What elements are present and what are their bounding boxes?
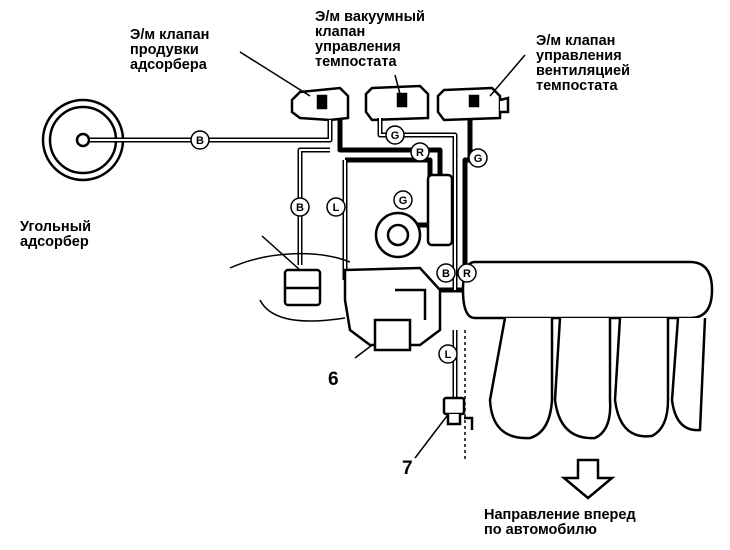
hose-tag-l-left: L	[326, 197, 346, 217]
svg-text:B: B	[442, 268, 450, 280]
vent-valve-shape	[436, 86, 510, 122]
svg-text:R: R	[463, 268, 471, 280]
svg-text:G: G	[391, 130, 400, 142]
purge-valve-label: Э/м клапан продувки адсорбера	[130, 27, 210, 73]
vent-valve-label: Э/м клапан управления вентиляцией темпос…	[536, 33, 631, 94]
canister-label: Угольный адсорбер	[20, 219, 91, 250]
hose-tag-b-lower: B	[436, 263, 456, 283]
small-filter	[283, 268, 322, 307]
engine-outline	[229, 252, 466, 460]
vacuum-valve-label: Э/м вакуумный клапан управления темпоста…	[315, 9, 425, 70]
svg-text:B: B	[296, 202, 304, 214]
hose-tag-g-upper: G	[385, 125, 405, 145]
svg-text:G: G	[399, 195, 408, 207]
hose-tag-r-lower: R	[457, 263, 477, 283]
hose-tag-g-center: G	[393, 190, 413, 210]
hoses	[90, 118, 473, 400]
hose-tag-g-right: G	[468, 148, 488, 168]
vacuum-valve-shape	[364, 84, 430, 122]
purge-valve-shape	[290, 86, 350, 122]
hose-tag-b-top: B	[190, 130, 210, 150]
forward-arrow-icon	[560, 458, 616, 500]
svg-text:L: L	[333, 202, 340, 214]
intake-manifold	[461, 260, 714, 440]
hose-tag-b-left: B	[290, 197, 310, 217]
svg-text:R: R	[416, 147, 424, 159]
throttle-body	[343, 266, 442, 352]
svg-text:B: B	[196, 135, 204, 147]
vacuum-tank	[374, 173, 454, 259]
svg-text:G: G	[474, 153, 483, 165]
sensor-7	[442, 396, 474, 430]
part-6-label: 6	[328, 369, 339, 390]
svg-text:L: L	[445, 349, 452, 361]
hose-tag-r-upper: R	[410, 142, 430, 162]
hose-tag-l-bottom: L	[438, 344, 458, 364]
part-7-label: 7	[402, 458, 413, 479]
direction-label: Направление вперед по автомобилю	[484, 507, 636, 538]
